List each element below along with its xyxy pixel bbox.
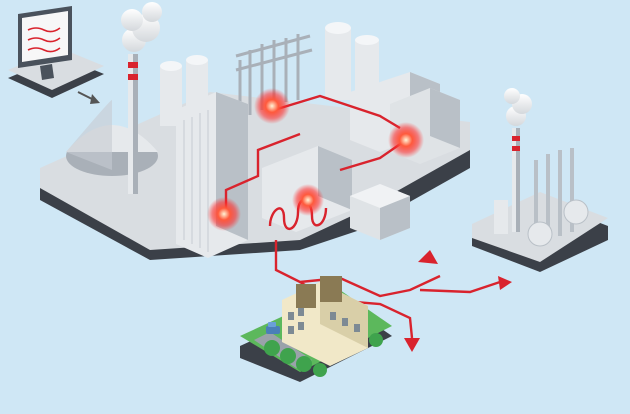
smoke-icon [504,88,532,126]
refinery-towers [534,148,574,238]
flow-arrow-icon [404,250,512,352]
monitor-station [8,6,104,104]
refinery-chimney [512,128,520,232]
office-building [282,276,368,366]
refinery-spheres [494,199,589,247]
boiler-tower [176,92,248,258]
control-cube [350,184,410,240]
car-icon [266,322,280,334]
flow-arrow-icon [77,91,100,104]
monitor-icon [18,6,72,80]
tree-icon [264,333,383,377]
process-hall [350,72,460,164]
chimney-main [128,54,138,194]
heat-source-icon [207,88,424,231]
smoke-icon [121,2,162,52]
